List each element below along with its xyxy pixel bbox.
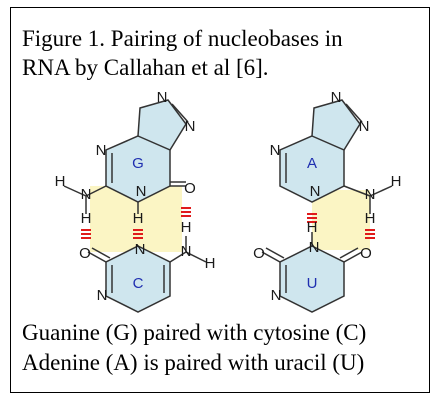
hydrogen-bonds <box>81 207 375 239</box>
atom-n: N <box>96 142 107 159</box>
adenine-imidazole-ring <box>312 100 360 150</box>
cytosine-label: C <box>133 275 144 292</box>
figure-title-line-1: Figure 1. Pairing of nucleobases in <box>22 26 343 51</box>
atom-n: N <box>97 287 108 304</box>
atom-n: N <box>157 89 168 106</box>
atom-h: H <box>365 210 376 227</box>
atom-n: N <box>359 118 370 135</box>
atom-o: O <box>184 180 196 197</box>
atom-n: N <box>81 186 92 203</box>
atom-n: N <box>271 287 282 304</box>
cytosine-ring <box>106 246 170 312</box>
atom-n: N <box>136 183 147 200</box>
uracil-label: U <box>307 275 318 292</box>
uracil-ring <box>280 246 344 312</box>
guanine-ring <box>106 136 170 202</box>
atom-o: O <box>253 245 265 262</box>
atom-h: H <box>81 210 92 227</box>
atom-n: N <box>365 186 376 203</box>
adenine-label: A <box>307 155 317 172</box>
atom-h: H <box>391 173 402 190</box>
atom-n: N <box>135 241 146 258</box>
atom-n: N <box>270 142 281 159</box>
guanine-imidazole-ring <box>138 100 186 150</box>
atom-n: N <box>331 89 342 106</box>
atom-o: O <box>79 245 91 262</box>
atom-h: H <box>133 210 144 227</box>
figure-title-line-2: RNA by Callahan et al [6]. <box>22 55 269 80</box>
guanine-label: G <box>132 155 144 172</box>
au-pairing-region <box>312 190 370 250</box>
caption-gc-pair: Guanine (G) paired with cytosine (C) <box>22 320 367 345</box>
atom-n: N <box>185 118 196 135</box>
atom-h: H <box>205 255 216 272</box>
atom-h: H <box>307 219 318 236</box>
caption-au-pair: Adenine (A) is paired with uracil (U) <box>22 350 365 375</box>
atom-labels: N N N N N H H H O H O N N H N N N N N N … <box>55 89 402 304</box>
atom-h: H <box>55 173 66 190</box>
adenine-ring <box>280 136 344 202</box>
atom-o: O <box>360 245 372 262</box>
covalent-bonds <box>63 99 393 313</box>
atom-n: N <box>309 239 320 256</box>
atom-n: N <box>310 183 321 200</box>
atom-n: N <box>181 243 192 260</box>
atom-h: H <box>181 219 192 236</box>
gc-pairing-region <box>90 186 182 252</box>
